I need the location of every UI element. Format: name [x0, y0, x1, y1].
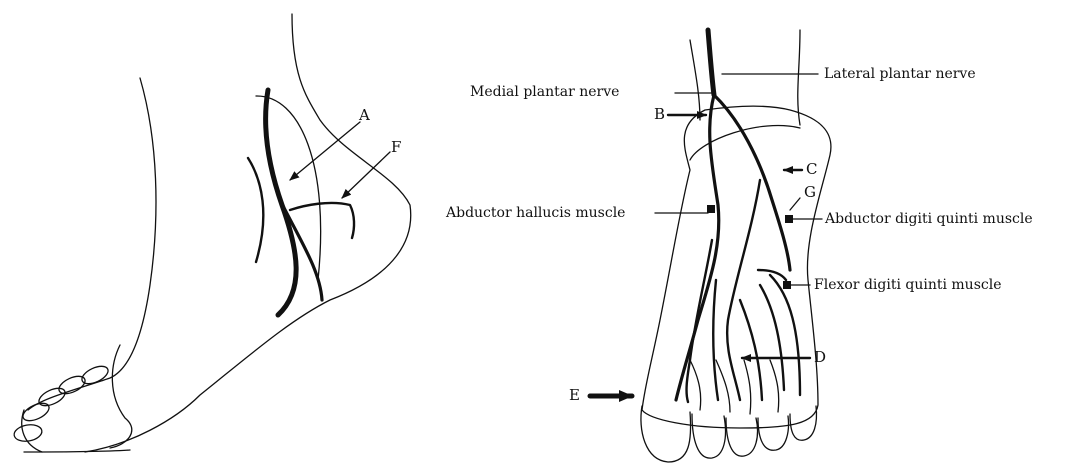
label-abductor-hallucis-muscle: Abductor hallucis muscle — [446, 206, 625, 220]
label-C: C — [806, 162, 817, 177]
label-E: E — [569, 388, 580, 403]
label-B: B — [654, 107, 665, 122]
label-lateral-plantar-nerve: Lateral plantar nerve — [824, 67, 976, 81]
heel-curve — [690, 126, 800, 160]
label-A: A — [359, 108, 370, 123]
label-D: D — [814, 350, 826, 365]
lateral-plantar-nerve-path — [714, 95, 790, 270]
leg-front-outline — [28, 78, 156, 410]
plantar-foot-outline — [642, 106, 831, 428]
medial-branch-curve — [248, 158, 263, 262]
plantar-nerve-branch-left — [280, 200, 322, 300]
pointer-G — [790, 198, 800, 210]
leg-line-left — [690, 40, 700, 120]
leg-back-outline — [85, 14, 411, 452]
leg-line-right — [798, 30, 800, 125]
toes-left — [13, 363, 111, 444]
medial-foot-view — [13, 14, 411, 452]
pointer-A — [290, 122, 360, 180]
label-F: F — [391, 140, 401, 155]
label-G: G — [804, 185, 816, 200]
plantar-foot-view — [590, 30, 831, 462]
label-flexor-digiti-quinti-muscle: Flexor digiti quinti muscle — [814, 278, 1001, 292]
label-medial-plantar-nerve: Medial plantar nerve — [470, 85, 619, 99]
toes-right — [641, 406, 817, 462]
abductor-hallucis-marker — [707, 205, 715, 213]
big-toe — [22, 410, 42, 452]
calcaneal-branch — [290, 203, 354, 238]
tibial-nerve-right — [708, 30, 714, 95]
label-abductor-digiti-quinti-muscle: Abductor digiti quinti muscle — [825, 212, 1033, 226]
